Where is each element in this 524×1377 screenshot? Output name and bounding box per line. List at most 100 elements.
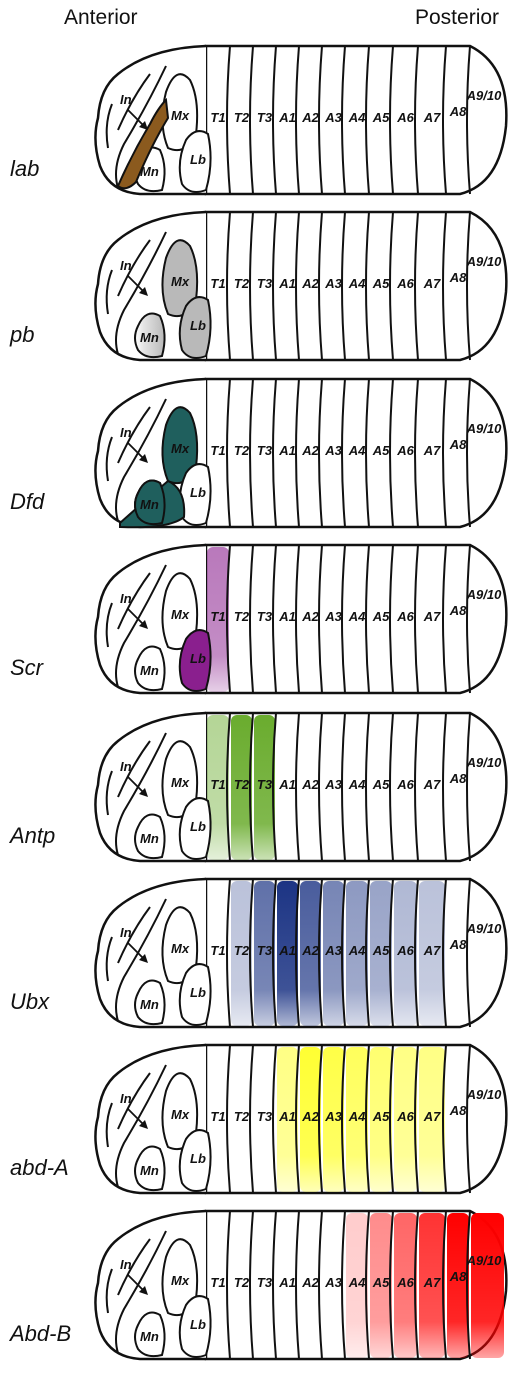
head-label-maxillary: Mx [171,274,190,289]
head-label-mandibular: Mn [140,497,159,512]
head-label-mandibular: Mn [140,831,159,846]
segment-label-a6: A6 [396,1275,414,1290]
segment-label-a7: A7 [423,777,441,792]
segment-label-a5: A5 [372,443,390,458]
segment-label-a6: A6 [396,276,414,291]
gene-label: Scr [10,655,43,681]
segment-label-a3: A3 [324,1275,342,1290]
segment-label-a2: A2 [301,943,319,958]
embryo-panel-dfd: InMxLbMnT1T2T3A1A2A3A4A5A6A7A8A9/10Dfd [0,377,524,545]
head-label-intercalary: In [120,925,132,940]
segment-label-a2: A2 [301,1109,319,1124]
segment-label-a1: A1 [278,443,296,458]
segment-label-t2: T2 [234,609,250,624]
embryo-panel-abd-b: InMxLbMnT1T2T3A1A2A3A4A5A6A7A8A9/10Abd-B [0,1209,524,1377]
head-label-mandibular: Mn [140,164,159,179]
segment-label-a2: A2 [301,609,319,624]
gene-label: Dfd [10,489,44,515]
segment-label-a3: A3 [324,943,342,958]
embryo-svg: InMxLbMnT1T2T3A1A2A3A4A5A6A7A8A9/10 [0,1209,524,1377]
segment-label-a8: A8 [449,1269,467,1284]
segment-label-a4: A4 [348,777,366,792]
head-label-mandibular: Mn [140,1329,159,1344]
segment-label-t2: T2 [234,1109,250,1124]
head-label-labial: Lb [190,651,206,666]
embryo-svg: InMxLbMnT1T2T3A1A2A3A4A5A6A7A8A9/10 [0,877,524,1045]
head-label-maxillary: Mx [171,607,190,622]
head-label-intercalary: In [120,759,132,774]
head-label-maxillary: Mx [171,1273,190,1288]
segment-label-t3: T3 [257,943,273,958]
head-label-labial: Lb [190,485,206,500]
segment-label-a5: A5 [372,609,390,624]
head-label-maxillary: Mx [171,1107,190,1122]
gene-label: pb [10,322,34,348]
segment-label-t2: T2 [234,110,250,125]
segment-label-a8: A8 [449,603,467,618]
segment-label-a5: A5 [372,777,390,792]
segment-label-a7: A7 [423,110,441,125]
embryo-panel-pb: InMxLbMnT1T2T3A1A2A3A4A5A6A7A8A9/10pb [0,210,524,378]
segment-label-t1: T1 [210,443,225,458]
head-label-labial: Lb [190,819,206,834]
segment-label-a4: A4 [348,1109,366,1124]
head-label-maxillary: Mx [171,941,190,956]
segment-label-a6: A6 [396,943,414,958]
segment-label-a6: A6 [396,443,414,458]
segment-expression-a9-10 [471,1213,504,1358]
segment-label-a3: A3 [324,777,342,792]
head-label-intercalary: In [120,92,132,107]
head-label-mandibular: Mn [140,663,159,678]
head-label-labial: Lb [190,1317,206,1332]
segment-label-a1: A1 [278,1275,296,1290]
segment-label-t2: T2 [234,443,250,458]
segment-label-t3: T3 [257,276,273,291]
segment-label-a4: A4 [348,443,366,458]
embryo-panel-ubx: InMxLbMnT1T2T3A1A2A3A4A5A6A7A8A9/10Ubx [0,877,524,1045]
segment-label-a4: A4 [348,110,366,125]
segment-label-a4: A4 [348,609,366,624]
segment-label-t1: T1 [210,777,225,792]
segment-label-a7: A7 [423,276,441,291]
segment-label-a5: A5 [372,1109,390,1124]
segment-label-a7: A7 [423,443,441,458]
segment-label-a9-10: A9/10 [466,1253,502,1268]
segment-label-a8: A8 [449,937,467,952]
segment-label-t1: T1 [210,1275,225,1290]
segment-label-a5: A5 [372,276,390,291]
segment-label-a7: A7 [423,943,441,958]
segment-label-a4: A4 [348,1275,366,1290]
head-label-maxillary: Mx [171,441,190,456]
segment-label-a6: A6 [396,110,414,125]
embryo-panel-antp: InMxLbMnT1T2T3A1A2A3A4A5A6A7A8A9/10Antp [0,711,524,879]
segment-label-a1: A1 [278,276,296,291]
segment-label-a9-10: A9/10 [466,755,502,770]
segment-label-t3: T3 [257,1275,273,1290]
head-label-labial: Lb [190,318,206,333]
segment-label-a8: A8 [449,771,467,786]
gene-label: abd-A [10,1155,69,1181]
head-label-intercalary: In [120,591,132,606]
segment-label-a2: A2 [301,276,319,291]
segment-label-a3: A3 [324,1109,342,1124]
embryo-svg: InMxLbMnT1T2T3A1A2A3A4A5A6A7A8A9/10 [0,1043,524,1211]
segment-label-t1: T1 [210,609,225,624]
head-label-labial: Lb [190,1151,206,1166]
segment-label-t1: T1 [210,1109,225,1124]
segment-label-t3: T3 [257,777,273,792]
head-label-mandibular: Mn [140,1163,159,1178]
gene-label: Abd-B [10,1321,71,1347]
segment-label-a2: A2 [301,110,319,125]
segment-label-a9-10: A9/10 [466,921,502,936]
segment-label-a3: A3 [324,609,342,624]
segment-label-a9-10: A9/10 [466,254,502,269]
segment-label-a8: A8 [449,270,467,285]
segment-label-a1: A1 [278,1109,296,1124]
segment-label-a7: A7 [423,1275,441,1290]
segment-label-a2: A2 [301,443,319,458]
segment-label-a6: A6 [396,609,414,624]
head-label-maxillary: Mx [171,775,190,790]
